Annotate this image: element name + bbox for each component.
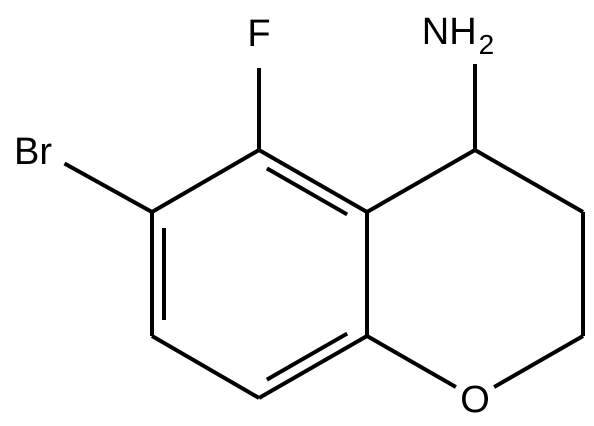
atom-subscript-n: 2 xyxy=(479,29,495,60)
bond-c7-c8 xyxy=(150,334,261,400)
bond-c4a-c5 xyxy=(258,148,368,214)
bond-c8-c8a xyxy=(258,334,368,400)
atom-label-o1: O xyxy=(460,379,490,421)
atom-label-n: NH2 xyxy=(422,11,494,60)
bond-c2-o1 xyxy=(493,334,584,389)
bond-c4a-c4 xyxy=(366,148,476,214)
atom-label-br: Br xyxy=(14,131,52,173)
bond-c5-c6 xyxy=(150,148,261,214)
bond-c4-c3 xyxy=(474,148,584,214)
bond-c4a-c5-inner xyxy=(265,166,349,217)
bonds-layer xyxy=(63,64,585,400)
atom-labels-layer: O F Br NH2 xyxy=(14,11,494,421)
bond-c6-br xyxy=(63,161,153,214)
bond-c8-c8a-inner xyxy=(265,331,349,382)
bond-o1-c8a xyxy=(366,334,457,389)
atom-label-f: F xyxy=(247,13,270,55)
